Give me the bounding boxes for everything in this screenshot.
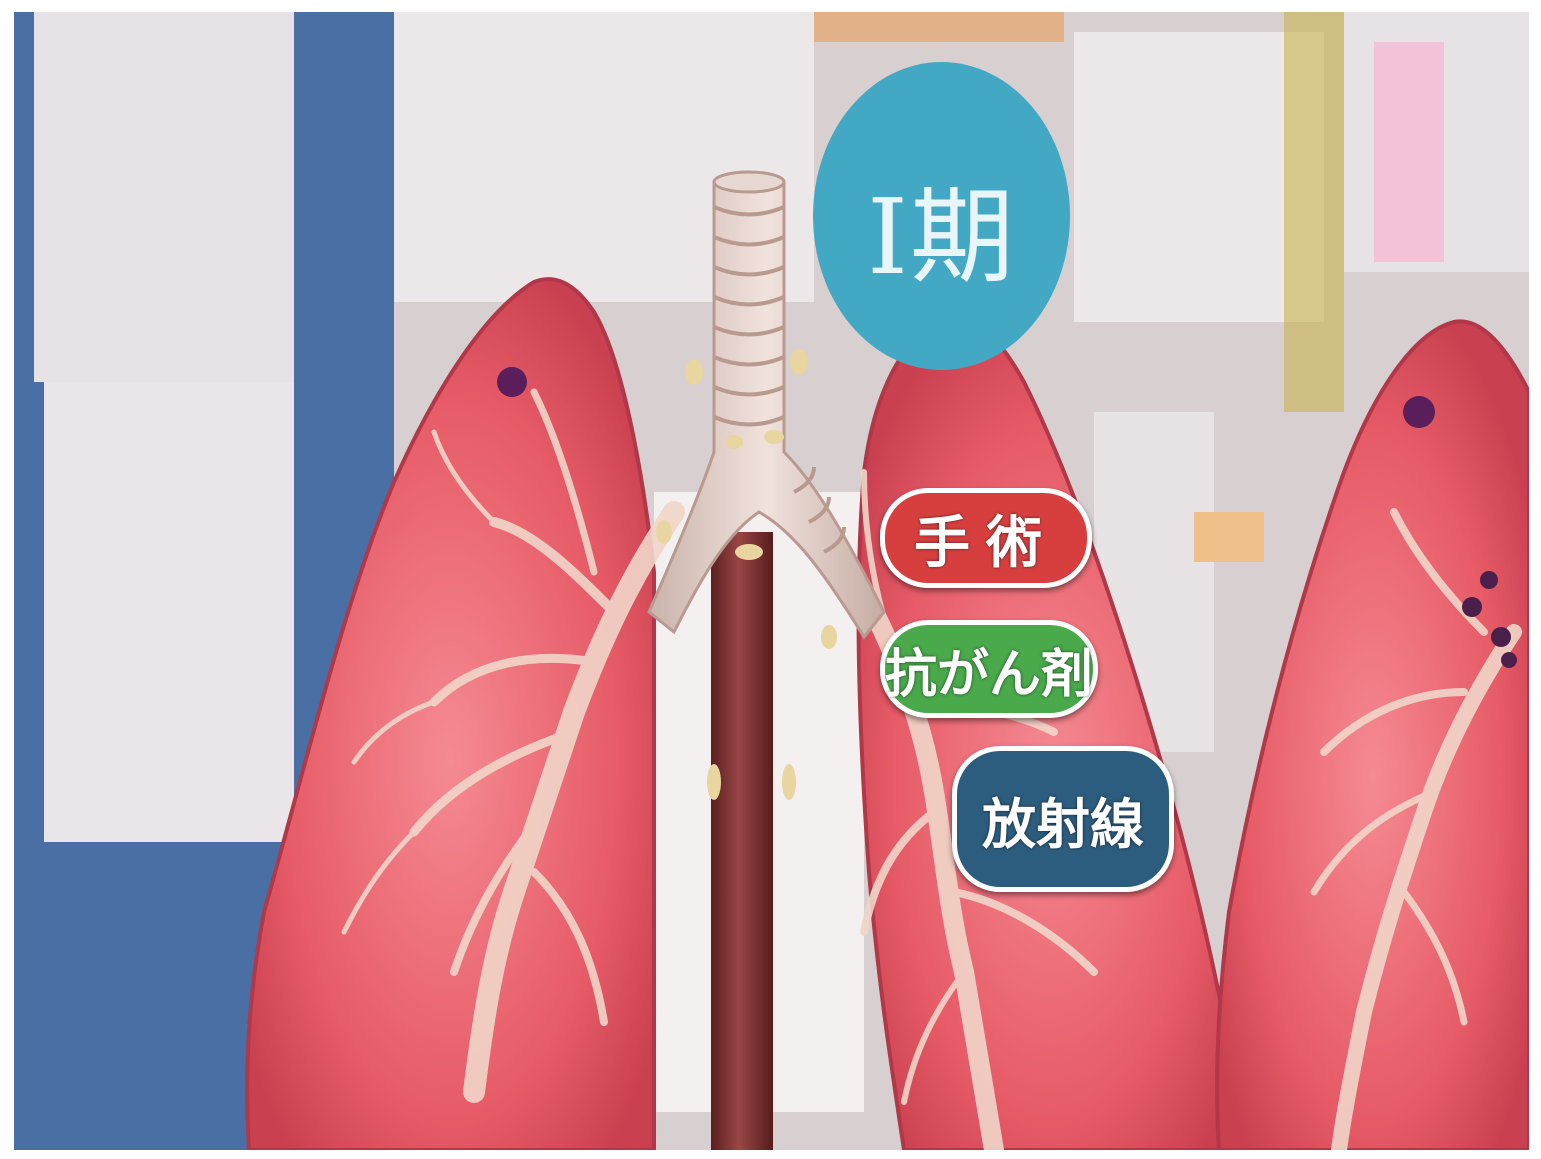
trachea <box>647 170 886 800</box>
pink-paper <box>1374 42 1444 262</box>
center-pole <box>711 532 773 1150</box>
stage-label: Ⅰ期 <box>866 176 1017 298</box>
paper-note <box>1074 32 1324 322</box>
treatment-surgery-badge: 手術 <box>880 488 1092 588</box>
treatment-chemotherapy-badge: 抗がん剤 <box>880 620 1098 718</box>
scene-illustration <box>14 12 1529 1150</box>
sticky-note <box>1194 512 1264 562</box>
lymph-node-tumor <box>1480 571 1498 589</box>
gold-strip <box>1284 12 1344 412</box>
treatment-chemotherapy-label: 抗がん剤 <box>885 644 1094 705</box>
paper-note <box>44 382 294 842</box>
orange-strip <box>814 12 1064 42</box>
lymph-node-tumor <box>1491 627 1511 647</box>
tumor <box>1403 396 1435 428</box>
stage-badge: Ⅰ期 <box>813 62 1070 370</box>
left-lung <box>245 277 656 1150</box>
treatment-radiation-label: 放射線 <box>982 792 1144 856</box>
tumor <box>497 367 527 397</box>
treatment-surgery-label: 手術 <box>914 510 1058 576</box>
lymph-node-tumor <box>1462 597 1482 617</box>
image-frame: Ⅰ期 手術 抗がん剤 放射線 <box>14 12 1529 1150</box>
treatment-radiation-badge: 放射線 <box>952 746 1174 892</box>
lymph-node-tumor <box>1501 652 1517 668</box>
paper-note <box>34 12 294 382</box>
right-lung <box>1215 319 1529 1150</box>
left-bronchial-tree <box>341 388 685 1103</box>
right-bronchial-tree <box>1310 508 1522 1150</box>
